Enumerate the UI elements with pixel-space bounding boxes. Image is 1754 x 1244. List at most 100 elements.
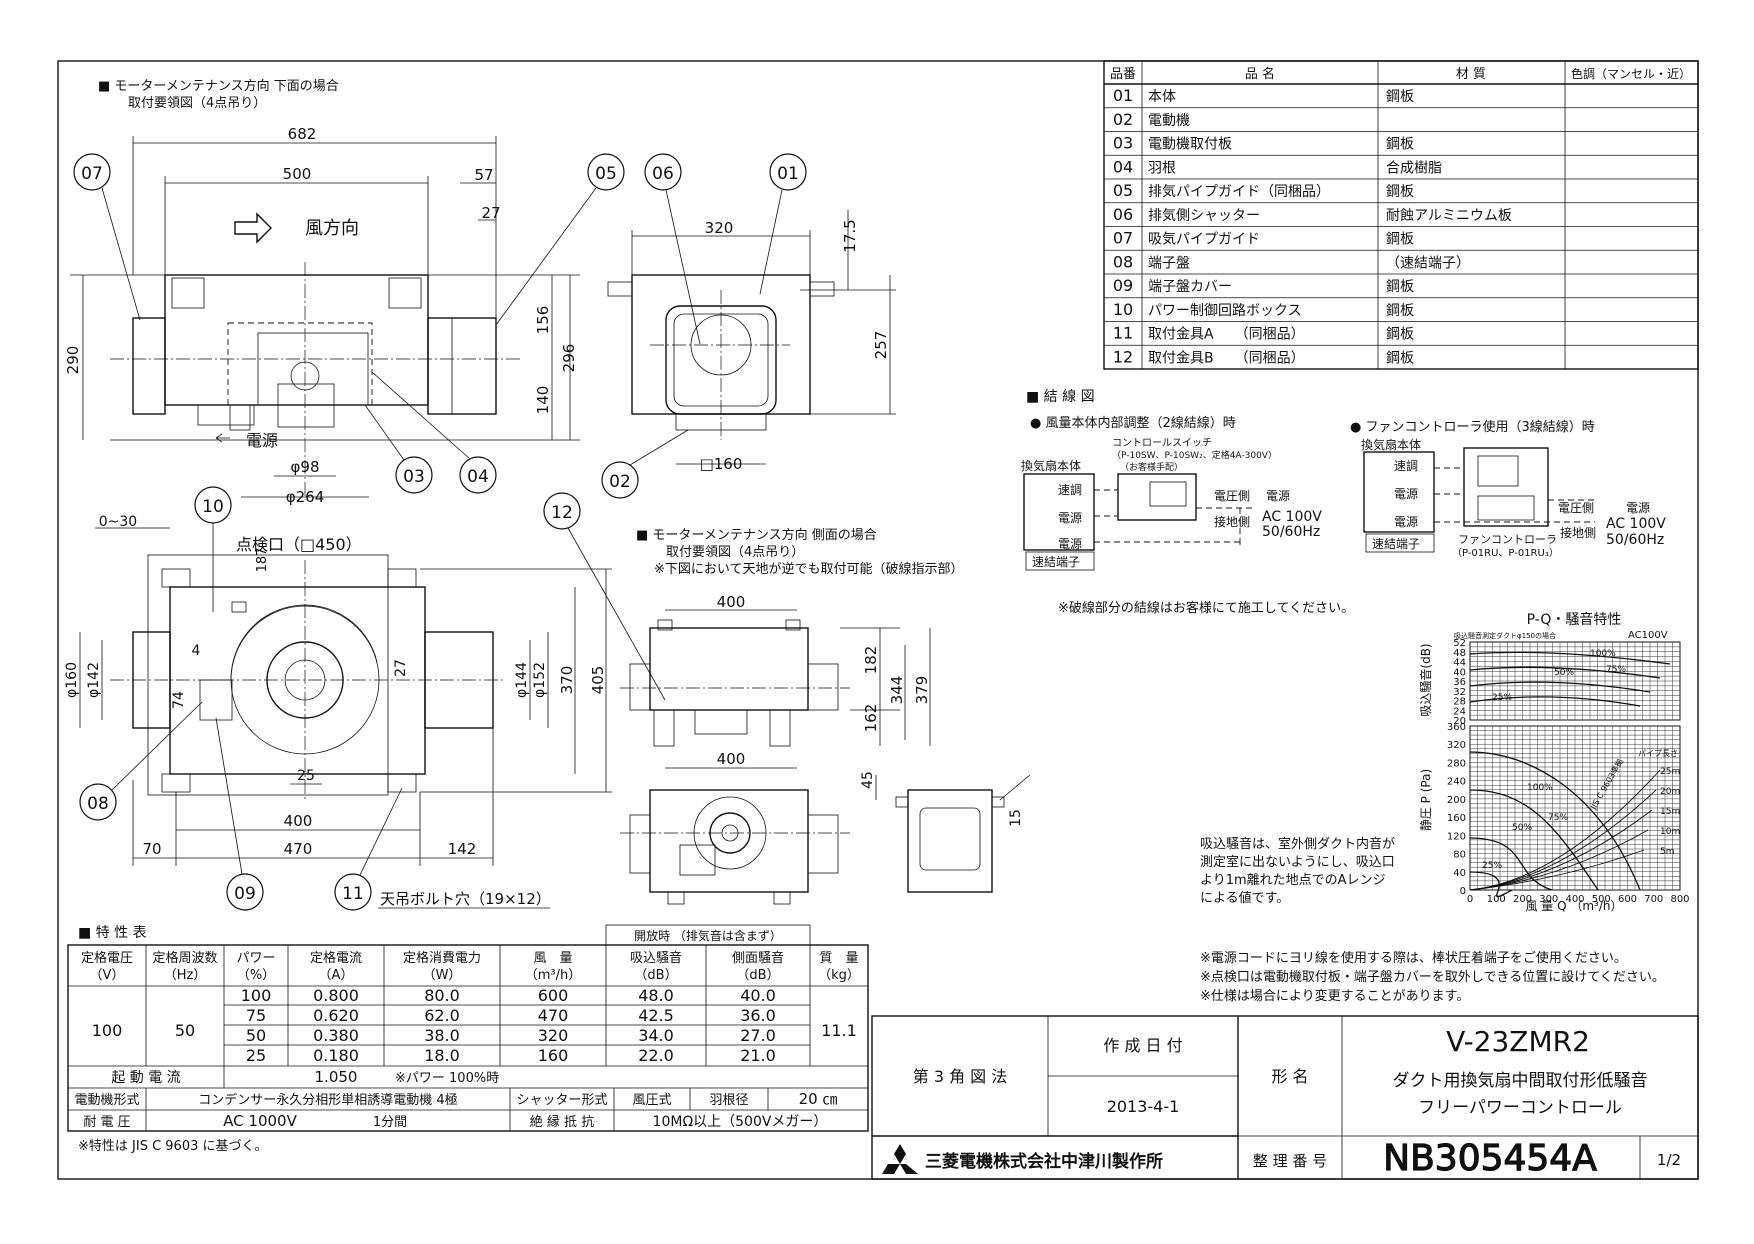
shutter-type-label: シャッター形式 xyxy=(516,1093,607,1108)
parts-row-name: 取付金具B （同梱品） xyxy=(1148,350,1305,366)
spec-table: ■ 特 性 表 開放時 （排気音は含まず） 定格電圧（V）定格周波数（Hz）パワ… xyxy=(67,924,869,1154)
company-name: 三菱電機株式会社中津川製作所 xyxy=(925,1151,1163,1172)
wiring-diagram: ■ 結 線 図 ● 風量本体内部調整（2線結線）時 ● ファンコントローラ使用（… xyxy=(1021,389,1666,616)
pq-note-4: による値です。 xyxy=(1200,890,1289,906)
noise-curve xyxy=(1469,651,1671,665)
x-tick: 800 xyxy=(1670,894,1689,905)
pq-note-2: 測定室に出ないようにし、吸込口 xyxy=(1200,854,1395,870)
model-label: 形 名 xyxy=(1271,1067,1308,1086)
left-voltage-side: 電圧側 xyxy=(1214,489,1250,503)
noise-tick: 20 xyxy=(1453,716,1466,727)
x-tick: 600 xyxy=(1618,894,1637,905)
static-axis-label: 静圧 P (Pa) xyxy=(1419,769,1433,831)
dim-470: 470 xyxy=(284,840,313,858)
noise-axis-label: 吸込騒音(dB) xyxy=(1418,643,1433,716)
spec-cell: 38.0 xyxy=(424,1026,460,1045)
parts-row-no: 02 xyxy=(1113,110,1133,129)
static-tick: 360 xyxy=(1447,722,1466,733)
parts-row-material: 鋼板 xyxy=(1386,303,1414,319)
spec-header-8-line1: 質 量 xyxy=(819,951,858,966)
switch-label-1: コントロールスイッチ xyxy=(1112,437,1212,449)
dim-sq160: □160 xyxy=(700,455,743,473)
blade-dia-label: 羽根径 xyxy=(709,1093,748,1108)
parts-row-no: 11 xyxy=(1113,324,1133,343)
spec-voltage: 100 xyxy=(92,1021,123,1040)
dim-290: 290 xyxy=(64,346,82,375)
noise-tick: 36 xyxy=(1453,677,1466,688)
spec-header-3-line2: （A） xyxy=(319,968,354,983)
date-label: 作 成 日 付 xyxy=(1103,1036,1182,1055)
view4-heading-2: 取付要領図（4点吊り） xyxy=(666,544,804,560)
parts-row-no: 12 xyxy=(1113,347,1133,366)
view4-heading-3: ※下図において天地が逆でも取付可能（破線指示部） xyxy=(654,561,964,577)
pq-label-50: 50% xyxy=(1512,823,1532,833)
dim-4: 4 xyxy=(192,643,201,659)
parts-row-material: 鋼板 xyxy=(1386,89,1414,105)
date-value: 2013-4-1 xyxy=(1107,1097,1180,1116)
mitsubishi-logo-icon xyxy=(882,1144,918,1174)
static-tick: 200 xyxy=(1447,795,1466,806)
noise-label-100: 100% xyxy=(1590,649,1616,659)
pq-sub-right: AC100V xyxy=(1628,630,1668,641)
noise-grid xyxy=(1469,641,1681,721)
dim-phi152: φ152 xyxy=(532,662,548,698)
parts-row-name: 端子盤 xyxy=(1148,255,1190,271)
callout-09: 09 xyxy=(234,884,256,904)
left-terminal-block: 速結端子 xyxy=(1032,555,1080,569)
dim-156: 156 xyxy=(534,306,552,335)
dim-400-plan: 400 xyxy=(284,812,313,830)
right-ground-side: 接地側 xyxy=(1560,525,1596,540)
left-terminal-3: 電源 xyxy=(1058,537,1082,551)
spec-header-6-line1: 吸込騒音 xyxy=(630,950,682,966)
title-block: 第 3 角 図 法 作 成 日 付 2013-4-1 形 名 V-23ZMR2 … xyxy=(871,1015,1699,1180)
callout-11: 11 xyxy=(342,884,364,904)
spec-cell: 50 xyxy=(246,1026,266,1045)
x-tick: 300 xyxy=(1539,894,1558,905)
inspection-label: 点検口（□450） xyxy=(236,535,362,554)
x-axis-label: 風 量 Q （m³/h） xyxy=(1525,899,1622,913)
parts-row-no: 07 xyxy=(1113,229,1133,248)
spec-frequency: 50 xyxy=(175,1021,195,1040)
left-supply-3: 50/60Hz xyxy=(1262,524,1320,540)
spec-header-4-line2: （W） xyxy=(423,968,462,983)
dim-25: 25 xyxy=(297,768,315,784)
noise-curve xyxy=(1469,666,1661,679)
pq-sub-left: 吸込騒音測定ダクトφ150の場合 xyxy=(1454,631,1556,640)
spec-header-2-line2: （%） xyxy=(237,968,275,983)
noise-curve xyxy=(1469,696,1641,707)
noise-label-25: 25% xyxy=(1492,693,1512,703)
spec-header-1-line2: （Hz） xyxy=(164,968,207,983)
bolt-hole-label: 天吊ボルト穴（19×12） xyxy=(380,890,551,908)
parts-row-material: （速結端子） xyxy=(1386,255,1470,271)
sheet-border xyxy=(57,60,1699,1180)
pq-note-3: より1m離れた地点でのAレンジ xyxy=(1200,873,1386,888)
pq-curve xyxy=(1469,789,1599,891)
pq-note-1: 吸込騒音は、室外側ダクト内音が xyxy=(1200,836,1395,852)
right-terminal-2: 電源 xyxy=(1394,487,1418,501)
controller-label-2: （P-01RU、P-01RU₃） xyxy=(1452,547,1559,559)
spec-header-0-line1: 定格電圧 xyxy=(81,950,133,966)
noise-tick: 40 xyxy=(1453,667,1466,678)
parts-row-no: 01 xyxy=(1113,86,1133,105)
pipe-curve xyxy=(1469,849,1645,891)
parts-header-no: 品番 xyxy=(1110,67,1136,82)
x-tick: 400 xyxy=(1565,894,1584,905)
static-tick: 240 xyxy=(1447,777,1466,788)
right-box-label: 換気扇本体 xyxy=(1361,437,1421,452)
spec-open-header: 開放時 （排気音は含まず） xyxy=(634,928,782,943)
dim-320: 320 xyxy=(705,219,734,237)
right-terminal-1: 速調 xyxy=(1394,459,1418,473)
spec-cell: 40.0 xyxy=(740,986,776,1005)
noise-label-50: 50% xyxy=(1554,668,1574,678)
airflow-arrow-icon xyxy=(234,212,272,244)
insulation-value: 10MΩ以上（500Vメガー） xyxy=(653,1114,828,1130)
parts-row-no: 03 xyxy=(1113,134,1133,153)
callout-06: 06 xyxy=(652,164,674,184)
spec-cell: 0.180 xyxy=(313,1046,359,1065)
dim-17-5: 17.5 xyxy=(841,219,859,252)
pipe-length-0: 25m xyxy=(1660,767,1680,777)
dim-15: 15 xyxy=(1008,809,1024,827)
pq-curve xyxy=(1469,837,1553,891)
